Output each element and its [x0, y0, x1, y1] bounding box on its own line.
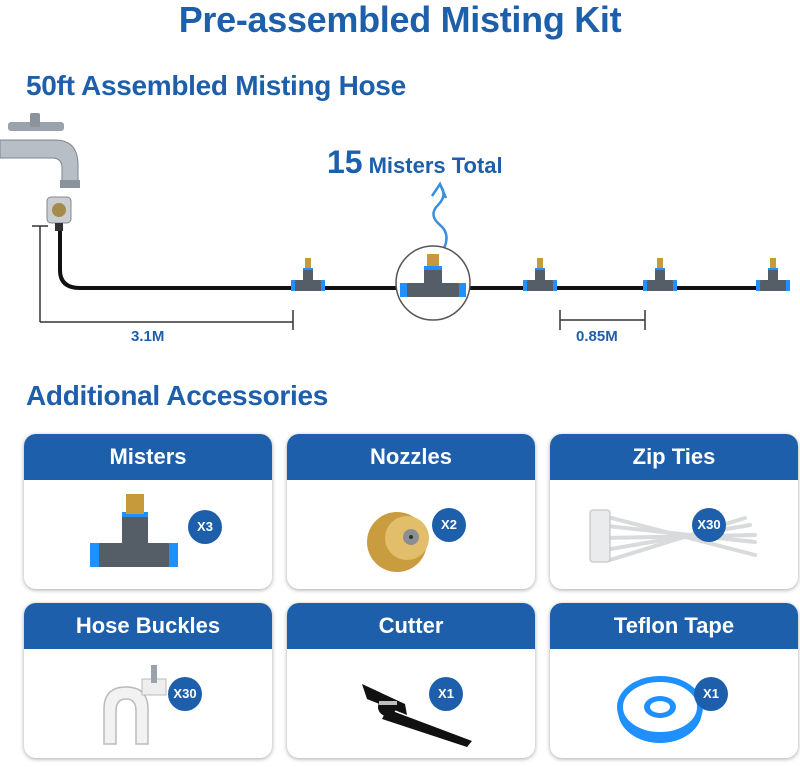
- hose-clip-icon: [103, 665, 167, 745]
- mister-fitting-icon: [523, 258, 557, 291]
- accessory-card-teflon-tape: Teflon Tape X1: [550, 603, 798, 758]
- hose-subtitle: 50ft Assembled Misting Hose: [26, 70, 406, 101]
- quantity-badge: X1: [429, 677, 463, 711]
- quantity-badge: X30: [692, 508, 726, 542]
- dimension-lines: [32, 225, 646, 330]
- spacing-label: 0.85M: [576, 328, 618, 345]
- quantity-badge: X1: [694, 677, 728, 711]
- mister-tee-icon: [90, 494, 178, 567]
- accessory-card-misters: Misters X3: [24, 434, 272, 589]
- brass-nozzle-icon: [367, 512, 429, 572]
- card-title: Cutter: [287, 603, 535, 649]
- quantity-badge: X3: [188, 510, 222, 544]
- mister-fittings: [291, 258, 790, 291]
- hose-adapter-icon: [46, 196, 72, 231]
- card-title: Nozzles: [287, 434, 535, 480]
- accessory-card-hose-buckles: Hose Buckles X30: [24, 603, 272, 758]
- accessories-title: Additional Accessories: [26, 380, 329, 411]
- faucet-icon: [0, 113, 80, 188]
- misters-total-number: 15: [327, 144, 363, 180]
- card-title: Hose Buckles: [24, 603, 272, 649]
- tube-cutter-icon: [362, 684, 472, 747]
- page-title: Pre-assembled Misting Kit: [178, 0, 622, 40]
- accessory-card-nozzles: Nozzles X2: [287, 434, 535, 589]
- hose-line: [58, 231, 790, 290]
- card-title: Zip Ties: [550, 434, 798, 480]
- hose-diagram: [0, 113, 790, 330]
- card-title: Teflon Tape: [550, 603, 798, 649]
- quantity-badge: X2: [432, 508, 466, 542]
- accessory-card-zip-ties: Zip Ties X30: [550, 434, 798, 589]
- teflon-tape-icon: [617, 676, 703, 743]
- mister-fitting-icon: [643, 258, 677, 291]
- mister-zoom-icon: [395, 245, 471, 321]
- card-title: Misters: [24, 434, 272, 480]
- misters-total-text: Misters Total: [368, 153, 503, 178]
- accessory-card-cutter: Cutter X1: [287, 603, 535, 758]
- mister-fitting-icon: [291, 258, 325, 291]
- mister-fitting-icon: [756, 258, 790, 291]
- zip-ties-icon: [589, 509, 757, 563]
- quantity-badge: X30: [168, 677, 202, 711]
- start-distance-label: 3.1M: [131, 328, 165, 345]
